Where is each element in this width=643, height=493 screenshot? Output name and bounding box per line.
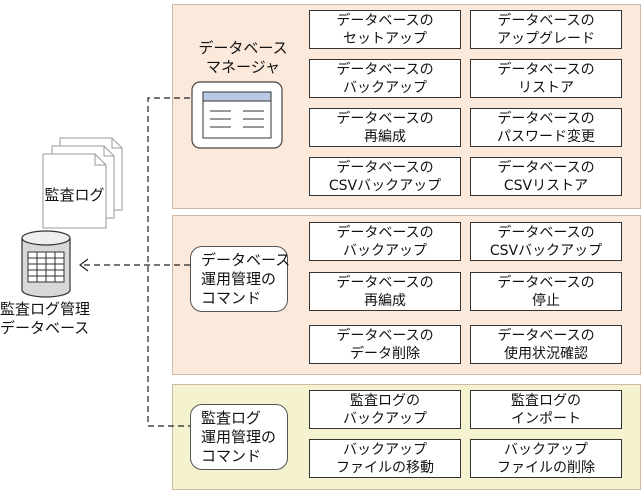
window-icon xyxy=(191,81,283,149)
db-commands-title: データベース 運用管理の コマンド xyxy=(190,246,291,312)
label-line: データベースの xyxy=(336,12,434,29)
label-line: データベース xyxy=(201,250,291,269)
label-line: データベース xyxy=(0,319,90,337)
item-db-password-change: データベースのパスワード変更 xyxy=(470,108,622,147)
label-line: 使用状況確認 xyxy=(504,345,588,362)
database-manager-title: データベース マネージャ xyxy=(188,39,298,77)
audit-log-label: 監査ログ xyxy=(43,186,106,205)
cmd-db-stop: データベースの停止 xyxy=(470,272,622,311)
label-line: コマンド xyxy=(201,446,262,465)
cmd-audit-import: 監査ログのインポート xyxy=(470,390,622,429)
label-line: バックアップ xyxy=(343,441,427,458)
label-line: データベースの xyxy=(336,327,434,344)
label-line: バックアップ xyxy=(343,79,427,96)
label-line: データ削除 xyxy=(350,345,420,362)
label-line: 監査ログの xyxy=(350,392,420,409)
database-label: 監査ログ管理 データベース xyxy=(0,300,92,338)
label-line: データベースの xyxy=(497,61,595,78)
cmd-db-usage-check: データベースの使用状況確認 xyxy=(470,325,622,364)
label-line: ファイルの削除 xyxy=(497,459,595,476)
label-line: データベースの xyxy=(336,61,434,78)
label-line: データベースの xyxy=(497,12,595,29)
label-line: バックアップ xyxy=(343,242,427,259)
label-line: リストア xyxy=(518,79,574,96)
item-db-reorganize: データベースの再編成 xyxy=(309,108,461,147)
document-stack-icon xyxy=(42,137,123,229)
label-line: インポート xyxy=(511,410,581,427)
label-line: データベースの xyxy=(497,110,595,127)
item-db-backup: データベースのバックアップ xyxy=(309,59,461,98)
label-line: CSVバックアップ xyxy=(489,242,603,259)
label-line: 監査ログ管理 xyxy=(0,300,91,318)
item-db-setup: データベースのセットアップ xyxy=(309,10,461,49)
label-line: データベースの xyxy=(336,159,434,176)
label-line: データベースの xyxy=(497,159,595,176)
cmd-backup-file-delete: バックアップファイルの削除 xyxy=(470,439,622,478)
label-line: 再編成 xyxy=(364,128,406,145)
label-line: ファイルの移動 xyxy=(336,459,434,476)
label-line: 再編成 xyxy=(364,292,406,309)
arrow-left-icon xyxy=(79,258,89,272)
label-line: 運用管理の xyxy=(201,269,277,288)
label-line: CSVバックアップ xyxy=(328,177,442,194)
cmd-db-reorganize: データベースの再編成 xyxy=(309,272,461,311)
label-line: バックアップ xyxy=(504,441,588,458)
label-line: コマンド xyxy=(201,288,262,307)
label-line: 監査ログ xyxy=(201,408,262,427)
label-line: CSVリストア xyxy=(503,177,589,194)
label-line: 停止 xyxy=(532,292,560,309)
cmd-db-backup: データベースのバックアップ xyxy=(309,222,461,261)
label-line: データベースの xyxy=(497,224,595,241)
label-line: データベースの xyxy=(497,327,595,344)
cmd-db-data-delete: データベースのデータ削除 xyxy=(309,325,461,364)
item-db-restore: データベースのリストア xyxy=(470,59,622,98)
label-line: データベースの xyxy=(336,110,434,127)
label-line: マネージャ xyxy=(206,58,280,76)
label-line: アップグレード xyxy=(497,30,595,47)
audit-commands-title: 監査ログ 運用管理の コマンド xyxy=(190,404,288,470)
cmd-audit-backup: 監査ログのバックアップ xyxy=(309,390,461,429)
label-line: パスワード変更 xyxy=(497,128,595,145)
item-db-upgrade: データベースのアップグレード xyxy=(470,10,622,49)
label-line: 監査ログの xyxy=(511,392,581,409)
label-line: バックアップ xyxy=(343,410,427,427)
label-line: データベース xyxy=(198,39,288,57)
label-line: データベースの xyxy=(497,274,595,291)
label-line: データベースの xyxy=(336,224,434,241)
label-line: 運用管理の xyxy=(201,427,277,446)
label-line: データベースの xyxy=(336,274,434,291)
database-icon xyxy=(21,230,71,298)
cmd-backup-file-move: バックアップファイルの移動 xyxy=(309,439,461,478)
label-line: セットアップ xyxy=(343,30,427,47)
label-line: 監査ログ xyxy=(44,186,105,204)
